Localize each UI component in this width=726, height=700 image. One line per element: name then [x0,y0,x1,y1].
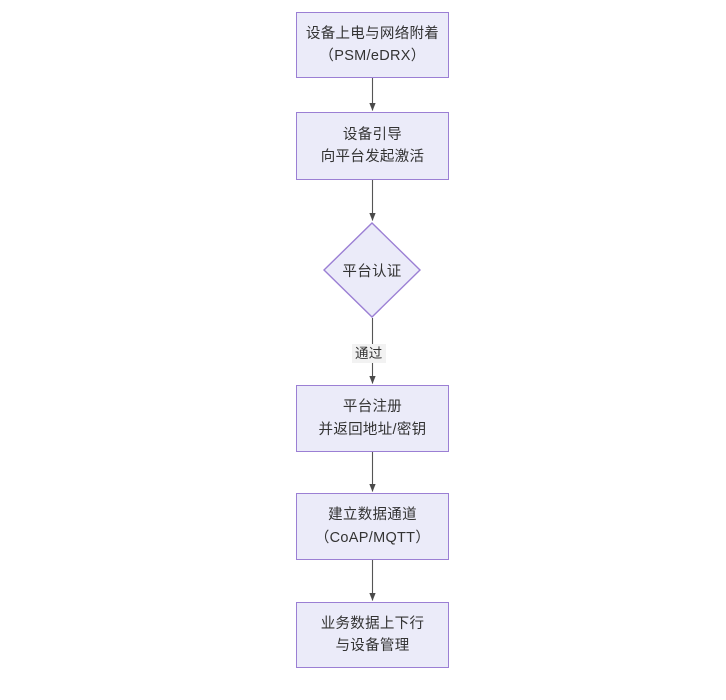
flow-node-line: 与设备管理 [335,638,410,654]
flow-node-business-data-and-device-mgmt[interactable]: 业务数据上下行 与设备管理 [296,602,449,668]
flow-node-line: 设备上电与网络附着 [305,25,440,42]
flow-node-line: 设备引导 [342,126,403,143]
flow-node-line: 平台认证 [342,263,402,280]
diamond-shape [323,222,421,318]
flow-node-device-power-on[interactable]: 设备上电与网络附着 （PSM/eDRX） [296,12,449,78]
flow-node-line: 并返回地址/密钥 [318,421,427,438]
flow-node-platform-auth-decision[interactable]: 平台认证 [323,222,421,318]
flow-node-line: （CoAP/MQTT） [314,529,431,546]
flow-node-line: （PSM/eDRX） [319,48,426,64]
flow-node-line: 平台注册 [342,399,403,416]
flow-node-line: 向平台发起激活 [320,149,425,165]
flow-node-platform-register[interactable]: 平台注册 并返回地址/密钥 [296,385,449,452]
flow-node-establish-data-channel[interactable]: 建立数据通道 （CoAP/MQTT） [296,493,449,560]
flow-node-line: 业务数据上下行 [320,615,425,632]
flow-node-device-bootstrap[interactable]: 设备引导 向平台发起激活 [296,112,449,180]
flow-node-line: 建立数据通道 [328,507,417,524]
edge-label-pass: 通过 [352,344,386,363]
